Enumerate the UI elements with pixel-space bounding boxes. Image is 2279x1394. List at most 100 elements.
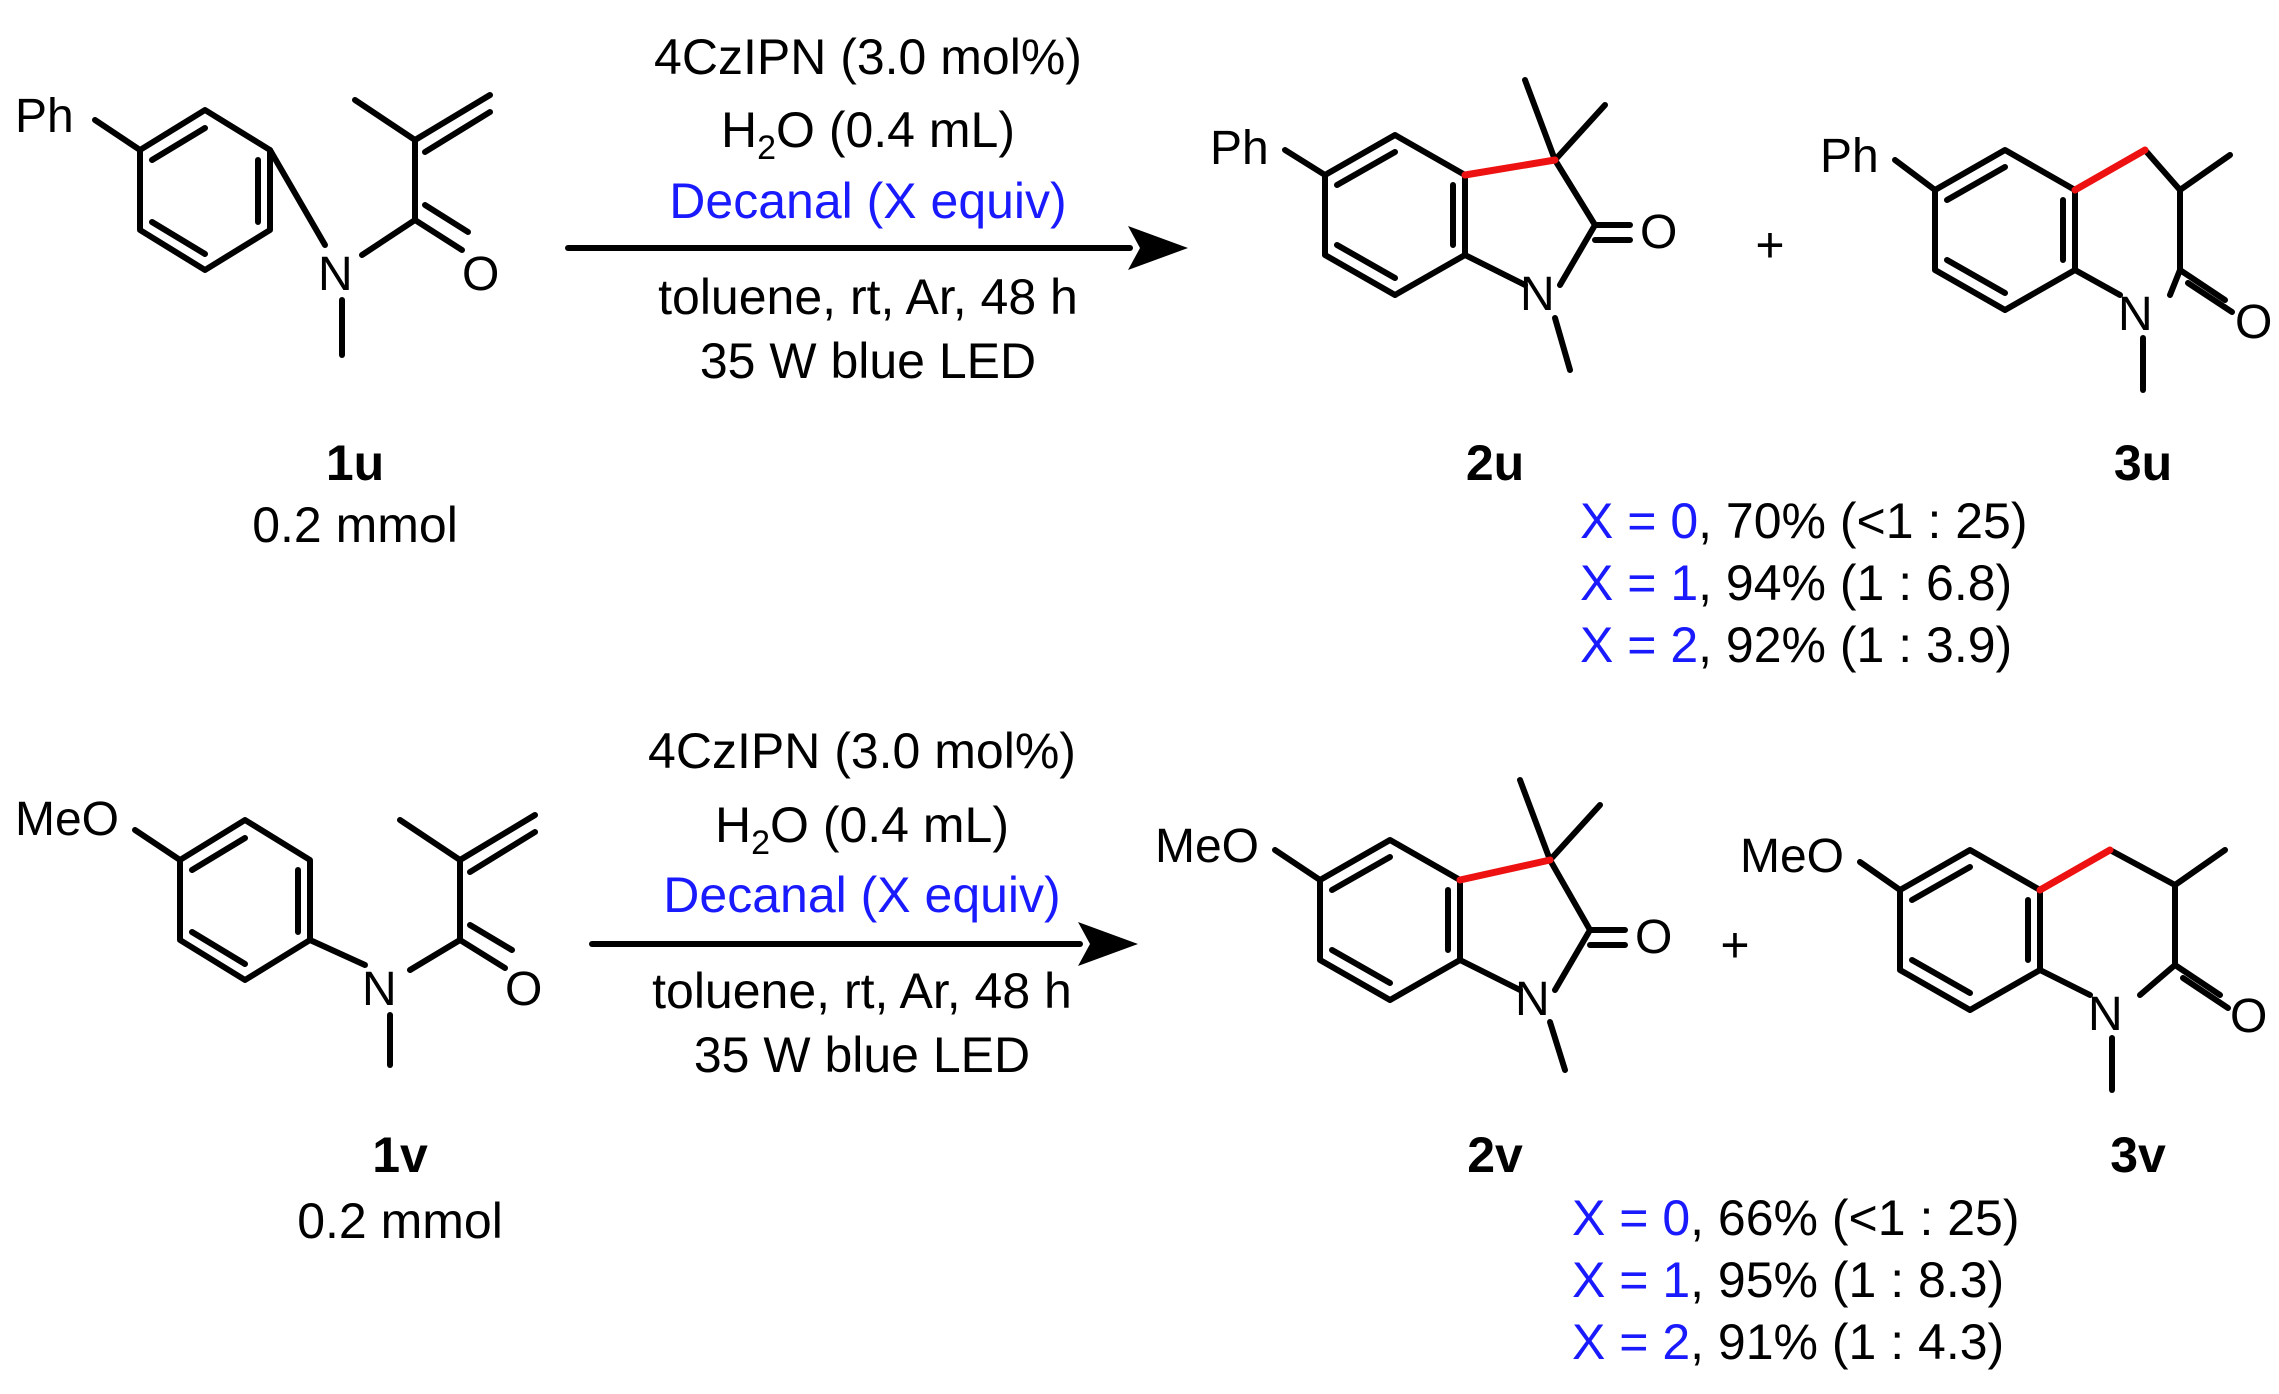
result-yield-ratio: , 66% (<1 : 25) [1690,1190,2019,1246]
plus-sign: + [1755,217,1784,273]
bond [1892,157,1938,193]
reaction-2: MeO N O 1v 0.2 mmol 4CzIPN (3.0 mol%) H2… [15,723,2267,1370]
water-subscript: 2 [751,824,770,862]
aromatic-double-bonds [1334,149,1456,281]
atom-o: O [1640,206,1677,259]
atom-o: O [1635,911,1672,964]
aromatic-double-bonds [149,125,261,257]
substituent-ph: Ph [1210,122,1269,175]
result-row: X = 1, 94% (1 : 6.8) [1580,555,2012,611]
benzene-ring [1932,147,2078,313]
atom-n: N [1515,973,1550,1026]
result-yield-ratio: , 95% (1 : 8.3) [1690,1252,2004,1308]
bond [1857,859,1903,893]
catalyst-text: 4CzIPN (3.0 mol%) [654,29,1082,85]
substituent-meo: MeO [1155,820,1259,873]
new-c-c-bond [2071,146,2149,194]
bond [132,827,183,863]
result-x-value: X = 0 [1580,493,1698,549]
product-2u-structure: Ph N O [1210,77,1677,373]
atom-o: O [2235,296,2272,349]
substituent-ph: Ph [15,90,74,143]
substrate-1v-structure: MeO N O [15,793,542,1068]
n-methyl-bond [1552,315,1573,373]
solvent-text: toluene, rt, Ar, 48 h [658,269,1078,325]
additive-text: Decanal (X equiv) [669,173,1066,229]
atom-n: N [318,248,353,301]
result-yield-ratio: , 94% (1 : 6.8) [1698,555,2012,611]
result-x-value: X = 1 [1580,555,1698,611]
benzene-ring [1317,837,1463,1003]
compound-label-1v: 1v [372,1127,428,1183]
atom-n: N [1520,268,1555,321]
result-yield-ratio: , 91% (1 : 4.3) [1690,1314,2004,1370]
substrate-1u-structure: Ph N O [15,90,499,358]
substituent-meo: MeO [1740,830,1844,883]
product-3u-structure: Ph N O [1820,130,2272,393]
compound-label-3u: 3u [2114,435,2172,491]
bond [267,147,328,248]
benzene-ring [1322,132,1468,298]
benzene-ring [1897,847,2043,1013]
methacryl-bonds [397,812,538,973]
product-3v-structure: MeO N O [1740,830,2267,1093]
substituent-ph: Ph [1820,130,1879,183]
substrate-amount: 0.2 mmol [297,1193,503,1249]
compound-label-2u: 2u [1466,435,1524,491]
bond [307,937,368,968]
atom-o: O [505,963,542,1016]
substituent-meo: MeO [15,793,119,846]
result-x-value: X = 2 [1580,617,1698,673]
water-text: H2O (0.4 mL) [715,797,1009,862]
carbonyl-double-bond [457,922,515,971]
water-rest: O (0.4 mL) [776,102,1015,158]
reaction-arrow-head [1128,226,1188,270]
bond [1272,847,1323,883]
quaternary-carbon-bonds [1517,777,1603,933]
result-x-value: X = 0 [1572,1190,1690,1246]
light-text: 35 W blue LED [700,333,1036,389]
compound-label-2v: 2v [1467,1127,1523,1183]
water-h: H [721,102,757,158]
result-x-value: X = 2 [1572,1314,1690,1370]
reaction-1: Ph N O 1u 0.2 mmol 4CzIPN (3.0 mol%) H2O… [15,29,2272,673]
compound-label-1u: 1u [326,435,384,491]
aromatic-double-bonds [1909,864,2031,996]
lactam-ring-bonds [2072,147,2235,315]
water-text: H2O (0.4 mL) [721,102,1015,167]
light-text: 35 W blue LED [694,1027,1030,1083]
methacryl-bonds [352,92,493,258]
solvent-text: toluene, rt, Ar, 48 h [652,963,1072,1019]
carbonyl-double-bond [412,202,471,253]
n-methyl-bond [1547,1019,1568,1073]
aromatic-double-bonds [1329,854,1451,986]
product-2v-structure: MeO N O [1155,777,1672,1073]
water-rest: O (0.4 mL) [770,797,1009,853]
result-row: X = 1, 95% (1 : 8.3) [1572,1252,2004,1308]
plus-sign: + [1720,917,1749,973]
atom-n: N [2088,988,2123,1041]
aromatic-double-bonds [1944,164,2066,296]
result-row: X = 2, 92% (1 : 3.9) [1580,617,2012,673]
water-h: H [715,797,751,853]
aromatic-double-bonds [189,835,301,967]
atom-o: O [462,248,499,301]
result-x-value: X = 1 [1572,1252,1690,1308]
atom-n: N [362,963,397,1016]
substrate-amount: 0.2 mmol [252,497,458,553]
result-row: X = 2, 91% (1 : 4.3) [1572,1314,2004,1370]
catalyst-text: 4CzIPN (3.0 mol%) [648,723,1076,779]
result-yield-ratio: , 70% (<1 : 25) [1698,493,2027,549]
result-row: X = 0, 66% (<1 : 25) [1572,1190,2020,1246]
bond [1282,147,1328,178]
quaternary-carbon-bonds [1522,77,1608,228]
lactam-ring-bonds [2037,847,2231,1011]
atom-n: N [2118,288,2153,341]
atom-o: O [2230,990,2267,1043]
new-c-c-bond [1456,856,1554,884]
new-c-c-bond [2036,846,2114,894]
result-yield-ratio: , 92% (1 : 3.9) [1698,617,2012,673]
reaction-arrow-head [1078,922,1138,966]
bond [92,117,143,153]
